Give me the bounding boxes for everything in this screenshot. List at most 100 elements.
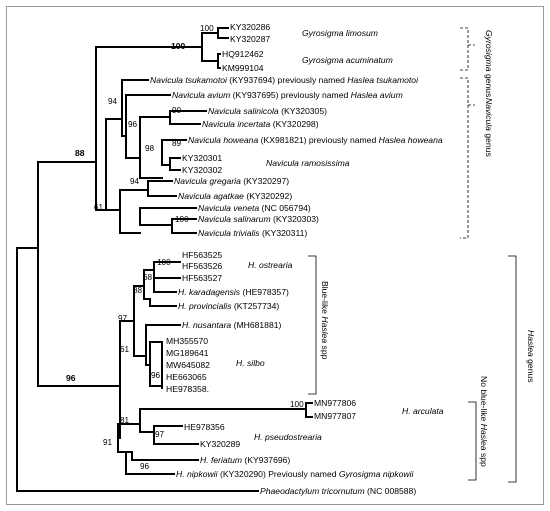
branch-gyro-acuminatum — [217, 53, 221, 69]
taxon-label: KY320289 — [200, 439, 240, 449]
bootstrap-label: 88 — [133, 286, 143, 295]
bootstrap-label: 90 — [172, 106, 182, 115]
taxon-label: KY320286 — [230, 22, 270, 32]
branch-navicula-upper — [105, 118, 123, 211]
branch-blue — [133, 285, 147, 357]
group-label-no-blue: No blue-like Haslea spp — [479, 376, 489, 467]
taxa-labels: KY320286 KY320287 Gyrosigma limosum HQ91… — [150, 22, 444, 496]
group-brackets: Gyrosigma genus Navicula genus Blue-like… — [308, 27, 536, 483]
branch-karadag — [153, 269, 177, 293]
branch-veneta — [139, 207, 197, 226]
branch-avium — [125, 94, 171, 159]
species-label: H. silbo — [236, 358, 265, 368]
taxon-label: KY320302 — [182, 165, 222, 175]
taxon-label: HE978358. — [166, 384, 209, 394]
bootstrap-label: 88 — [75, 148, 85, 158]
branch-main — [37, 161, 121, 387]
taxon-label: Navicula veneta (NC 056794) — [198, 203, 311, 213]
branch-feriatum — [125, 451, 175, 475]
bootstrap-label: 98 — [145, 144, 155, 153]
group-label-gyrosigma: Gyrosigma genus — [484, 30, 494, 97]
bracket-navicula — [460, 77, 475, 239]
taxon-label: H. provincialis (KT257734) — [178, 301, 279, 311]
bootstrap-label: 97 — [118, 314, 128, 323]
bootstrap-label: 100 — [200, 24, 214, 33]
branch-pseudo — [153, 425, 199, 445]
bracket-blue-like — [308, 255, 317, 395]
group-label-haslea: Haslea genus — [526, 330, 536, 383]
branch-provincialis — [149, 298, 177, 307]
bootstrap-label: 100 — [175, 215, 189, 224]
species-label: H. ostrearia — [248, 260, 293, 270]
branch-upper — [95, 46, 203, 211]
branch-feriatum-2 — [131, 451, 199, 461]
bootstrap-values: 100 100 94 90 96 89 98 88 94 61 100 100 … — [66, 24, 304, 471]
taxon-label: MG189641 — [166, 348, 209, 358]
bootstrap-label: 89 — [172, 139, 182, 148]
branch-arculata — [139, 408, 307, 433]
taxon-label: MW645082 — [166, 360, 210, 370]
taxon-label: MN977806 — [314, 398, 356, 408]
taxon-label: Navicula tsukamotoi (KY937694) previousl… — [150, 75, 419, 85]
branch-silbo — [149, 341, 163, 387]
taxon-label: H. nusantara (MH681881) — [182, 320, 282, 330]
taxon-label: Navicula incertata (KY320298) — [202, 119, 319, 129]
branch-noblue — [117, 423, 141, 453]
taxon-label: Navicula agatkae (KY320292) — [178, 191, 292, 201]
branch-salinicola — [169, 110, 207, 125]
bootstrap-label: 96 — [140, 462, 150, 471]
bootstrap-label: 96 — [66, 373, 76, 383]
bootstrap-label: 68 — [143, 273, 153, 282]
bracket-haslea — [508, 255, 517, 483]
group-label-navicula: Navicula genus — [484, 98, 494, 157]
branch-howeana — [161, 139, 187, 166]
branch-gyrosigma — [201, 32, 219, 62]
taxon-label: Navicula salinicola (KY320305) — [208, 106, 327, 116]
branch-salinarum — [139, 218, 197, 234]
taxon-label: HF563525 — [182, 250, 222, 260]
taxon-label: MN977807 — [314, 411, 356, 421]
taxon-label: KY320287 — [230, 34, 270, 44]
taxon-label: HE978356 — [184, 422, 225, 432]
bootstrap-label: 61 — [120, 345, 130, 354]
bootstrap-label: 94 — [108, 97, 118, 106]
taxon-label: HF563527 — [182, 273, 222, 283]
taxon-label: Navicula howeana (KX981821) previously n… — [188, 135, 443, 145]
taxon-label: MH355570 — [166, 336, 208, 346]
taxon-label: HE663065 — [166, 372, 207, 382]
taxon-label: Navicula trivialis (KY320311) — [198, 228, 307, 238]
taxon-label: KY320301 — [182, 153, 222, 163]
taxon-label: HF563526 — [182, 261, 222, 271]
taxon-label: H. karadagensis (HE978357) — [178, 287, 289, 297]
bracket-gyrosigma — [460, 27, 475, 71]
bootstrap-label: 81 — [120, 416, 130, 425]
branch-root — [16, 247, 259, 492]
taxon-label: Navicula gregaria (KY320297) — [174, 176, 289, 186]
tree-branches — [16, 27, 313, 492]
species-label: Navicula ramosissima — [266, 158, 350, 168]
branch-greg — [147, 180, 177, 197]
bracket-no-blue — [468, 401, 477, 481]
taxon-label: Navicula avium (KY937695) previously nam… — [172, 90, 403, 100]
bootstrap-label: 61 — [94, 203, 104, 212]
branch-gyro-limosum — [217, 27, 229, 39]
bootstrap-label: 96 — [151, 371, 161, 380]
species-label: H. pseudostrearia — [254, 432, 322, 442]
species-label: H. arculata — [402, 406, 444, 416]
taxon-label: H. nipkowii (KY320290) Previously named … — [176, 469, 414, 479]
bootstrap-label: 100 — [171, 41, 186, 51]
branch-arculata-tips — [305, 402, 313, 418]
taxon-label: Navicula salinarum (KY320303) — [198, 214, 319, 224]
bootstrap-label: 100 — [290, 400, 304, 409]
branch-salin — [139, 116, 171, 179]
branch-ramos — [169, 157, 181, 171]
bootstrap-label: 94 — [130, 177, 140, 186]
species-label: Gyrosigma acuminatum — [302, 55, 393, 65]
bootstrap-label: 96 — [128, 120, 138, 129]
bootstrap-label: 100 — [157, 258, 171, 267]
bootstrap-label: 91 — [103, 438, 113, 447]
branch-gregaria — [105, 189, 149, 234]
taxon-label: H. feriatum (KY937696) — [200, 455, 290, 465]
taxon-label: Phaeodactylum tricornutum (NC 008588) — [260, 486, 416, 496]
